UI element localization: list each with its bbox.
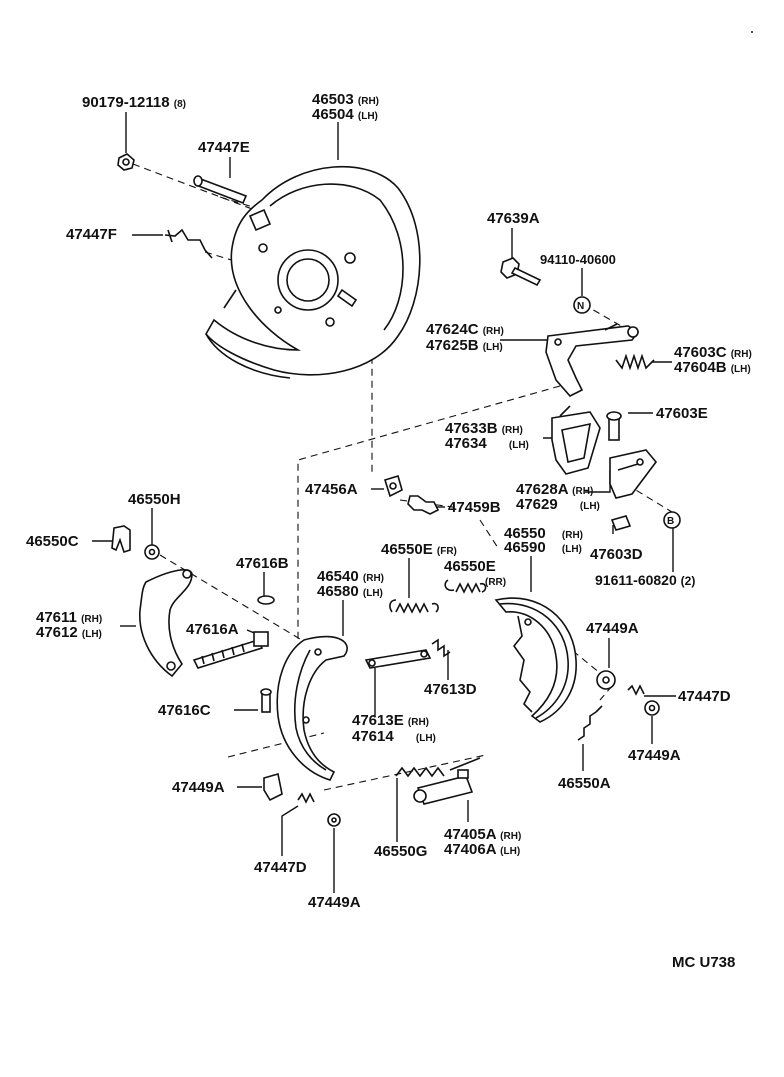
label-47603e: 47603E [656,405,708,422]
label-47456a: 47456A [305,481,358,498]
label-47447d-left: 47447D [254,859,307,876]
clip-46550c [111,525,131,554]
bolt-91611: B [663,511,681,529]
label-47603c: 47603C (RH) [674,344,752,361]
label-47604b: 47604B (LH) [674,359,751,376]
spring-46550g [395,757,481,778]
pin-47447e [193,175,248,205]
label-90179-12118: 90179-12118 (8) [82,94,186,111]
label-47634: 47634 (LH) [445,435,529,452]
label-47616a: 47616A [186,621,239,638]
label-47614: 47614 (LH) [352,728,436,745]
nut-94110: N [573,296,591,314]
cup-47449a-bottom [327,813,341,827]
label-47447f: 47447F [66,226,117,243]
label-46550e-rr: 46550E [444,558,496,575]
clip-47456a [383,474,403,498]
label-46550a: 46550A [558,775,611,792]
pin-47447f [164,228,213,259]
spring-47447d-left [297,792,315,804]
label-47406a: 47406A (LH) [444,841,520,858]
scan-speck [751,31,753,33]
bolt-47639a [500,257,542,287]
label-47449a-right-top: 47449A [586,620,639,637]
cup-47449a-right-lower [644,700,660,716]
label-46550h: 46550H [128,491,181,508]
label-46504: 46504 (LH) [312,106,378,123]
label-46580: 46580 (LH) [317,583,383,600]
pin-47616c [260,688,272,713]
label-47629: 47629 (LH) [516,496,600,513]
label-47447d-right: 47447D [678,688,731,705]
label-47633b: 47633B (RH) [445,420,523,437]
spring-47447d-right [627,684,645,696]
adjuster-47616a [192,631,269,669]
link-47613e [364,649,432,669]
label-47405a: 47405A (RH) [444,826,521,843]
brake-shoe-46550 [494,597,577,723]
label-47449a-right-bottom: 47449A [628,747,681,764]
label-47459b: 47459B [448,499,501,516]
label-47616c: 47616C [158,702,211,719]
leader-lines [92,112,676,893]
label-46550e-fr: 46550E (FR) [381,541,457,558]
svg-text:B: B [667,516,674,527]
spring-46550e-fr [389,599,439,614]
label-47612: 47612 (LH) [36,624,102,641]
spring-46550e-rr [444,579,487,594]
clip-47603d [610,515,632,531]
part-47628a [609,449,658,499]
label-47447e: 47447E [198,139,250,156]
label-46550c: 46550C [26,533,79,550]
label-46590: 46590 (LH) [504,539,582,556]
label-46550g: 46550G [374,843,427,860]
spring-46550a [577,705,603,741]
label-46550: 46550 (RH) [504,525,583,542]
wheel-cylinder-47405a [413,769,474,805]
brake-shoe-46540 [276,635,348,781]
nut-90179 [117,153,135,171]
label-94110-40600: 94110-40600 [540,252,616,267]
pin-47603e [606,411,622,441]
lever-47611 [139,569,193,678]
label-47603d: 47603D [590,546,643,563]
label-rr-suffix: (RR) [485,577,506,588]
footer-code: MC U738 [672,954,735,971]
spring-47613d [431,638,451,658]
label-47616b: 47616B [236,555,289,572]
label-47613e: 47613E (RH) [352,712,429,729]
label-47639a: 47639A [487,210,540,227]
label-47449a-bottom: 47449A [308,894,361,911]
washer-46550h [144,544,160,560]
lever-47624c [545,323,640,397]
label-47449a-left: 47449A [172,779,225,796]
bolt-47459b [407,495,440,515]
part-47633b [551,405,601,475]
label-91611-60820: 91611-60820 (2) [595,572,695,588]
part-labels: 90179-12118 (8) 46503 (RH) 46504 (LH) 47… [26,91,752,971]
label-47611: 47611 (RH) [36,609,102,626]
label-47613d: 47613D [424,681,477,698]
washer-47616b [257,595,275,605]
label-47628a: 47628A (RH) [516,481,593,498]
cup-47449a-left [263,772,283,802]
backing-plate [205,165,421,379]
spring-47603c [615,353,655,371]
label-46503: 46503 (RH) [312,91,379,108]
label-47624c: 47624C (RH) [426,321,504,338]
label-46540: 46540 (RH) [317,568,384,585]
cup-47449a-right [596,670,616,690]
label-47625b: 47625B (LH) [426,337,503,354]
svg-text:N: N [577,301,584,312]
